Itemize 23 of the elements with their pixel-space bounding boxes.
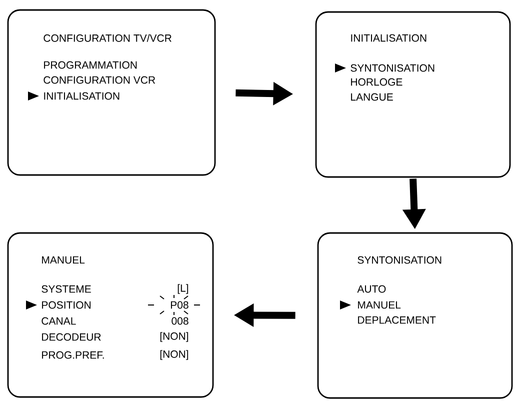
menu-title: SYNTONISATION <box>358 256 442 264</box>
menu-item: PROGRAMMATION <box>44 61 137 69</box>
menu-item: CONFIGURATION VCR <box>44 76 156 84</box>
setting-value: 008 <box>172 317 188 325</box>
menu-item: INITIALISATION <box>44 92 120 100</box>
menu-item: DEPLACEMENT <box>358 316 436 324</box>
menu-item: CANAL <box>42 317 76 325</box>
menu-item: SYSTEME <box>42 285 91 293</box>
setting-value: [L] <box>178 284 188 294</box>
menu-item: PROG.PREF. <box>42 351 104 359</box>
setting-value: P08 <box>170 301 188 309</box>
setting-value: [NON] <box>160 332 188 342</box>
menu-item: HORLOGE <box>351 78 402 86</box>
menu-title: INITIALISATION <box>351 34 426 42</box>
menu-item: POSITION <box>42 301 91 309</box>
menu-item: MANUEL <box>358 301 401 309</box>
menu-item: LANGUE <box>351 93 393 101</box>
menu-title: MANUEL <box>42 256 85 264</box>
menu-item: DECODEUR <box>42 333 101 341</box>
menu-item: AUTO <box>357 285 386 293</box>
setting-value: [NON] <box>160 350 188 360</box>
menu-title: CONFIGURATION TV/VCR <box>44 34 172 42</box>
menu-item: SYNTONISATION <box>350 64 434 72</box>
